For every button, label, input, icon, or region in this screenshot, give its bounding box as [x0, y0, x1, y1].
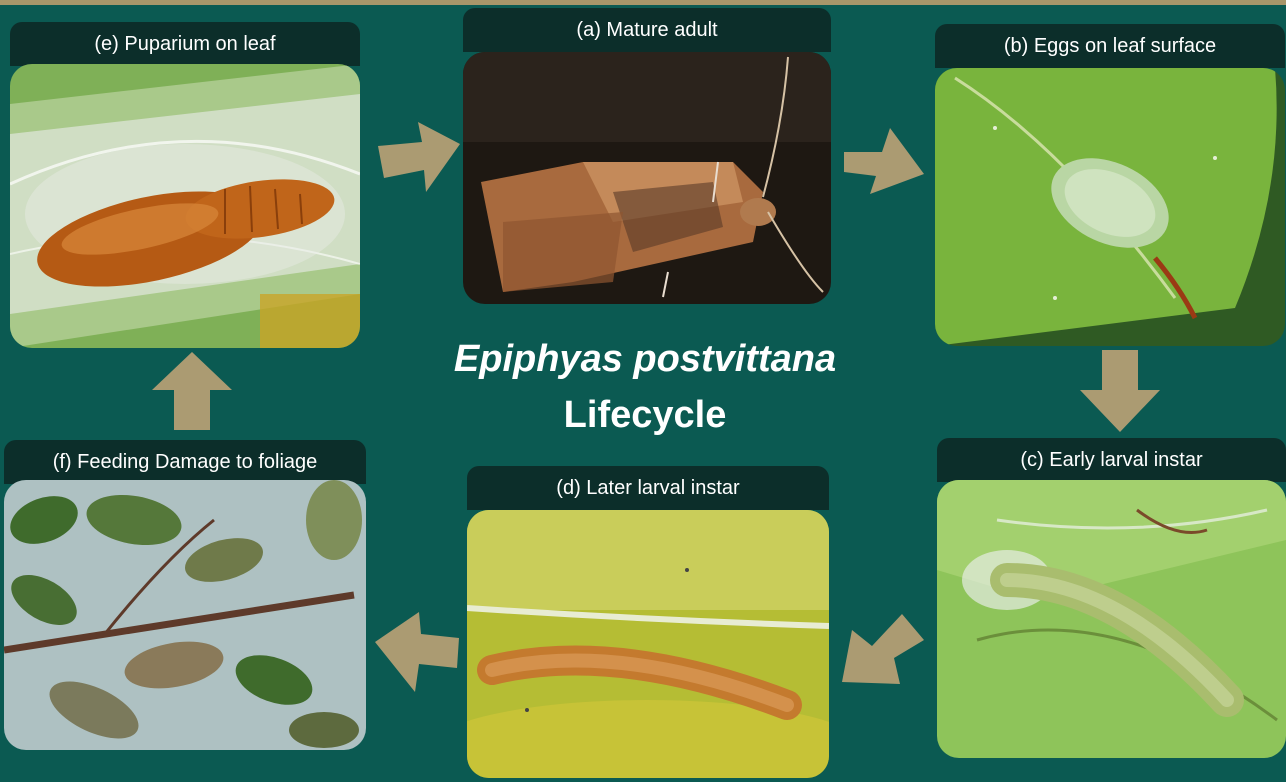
- stage-e-puparium-card: (e) Puparium on leaf: [10, 22, 360, 348]
- top-accent-line: [0, 0, 1286, 5]
- adult-moth-photo: [463, 52, 831, 304]
- later-larva-photo: [467, 510, 829, 778]
- eggs-photo: [935, 68, 1285, 346]
- foliage-damage-photo: [4, 480, 366, 750]
- stage-c-label: (c) Early larval instar: [937, 438, 1286, 482]
- species-title: Epiphyas postvittana: [395, 338, 895, 381]
- arrow-d-to-f: [375, 612, 459, 692]
- stage-a-label: (a) Mature adult: [463, 8, 831, 52]
- stage-d-label: (d) Later larval instar: [467, 466, 829, 510]
- arrow-f-to-e: [152, 352, 232, 430]
- arrow-e-to-a: [378, 122, 460, 192]
- stage-f-damage-card: (f) Feeding Damage to foliage: [4, 440, 366, 750]
- stage-b-eggs-card: (b) Eggs on leaf surface: [935, 24, 1285, 346]
- stage-c-early-larva-card: (c) Early larval instar: [937, 438, 1286, 758]
- stage-a-adult-card: (a) Mature adult: [463, 8, 831, 304]
- stage-f-label: (f) Feeding Damage to foliage: [4, 440, 366, 484]
- lifecycle-subtitle: Lifecycle: [395, 394, 895, 437]
- arrow-a-to-b: [844, 122, 924, 194]
- early-larva-photo: [937, 480, 1286, 758]
- stage-e-label: (e) Puparium on leaf: [10, 22, 360, 66]
- stage-d-later-larva-card: (d) Later larval instar: [467, 466, 829, 778]
- arrow-b-to-c: [1080, 350, 1160, 432]
- stage-b-label: (b) Eggs on leaf surface: [935, 24, 1285, 68]
- puparium-photo: [10, 64, 360, 348]
- arrow-c-to-d: [842, 614, 924, 688]
